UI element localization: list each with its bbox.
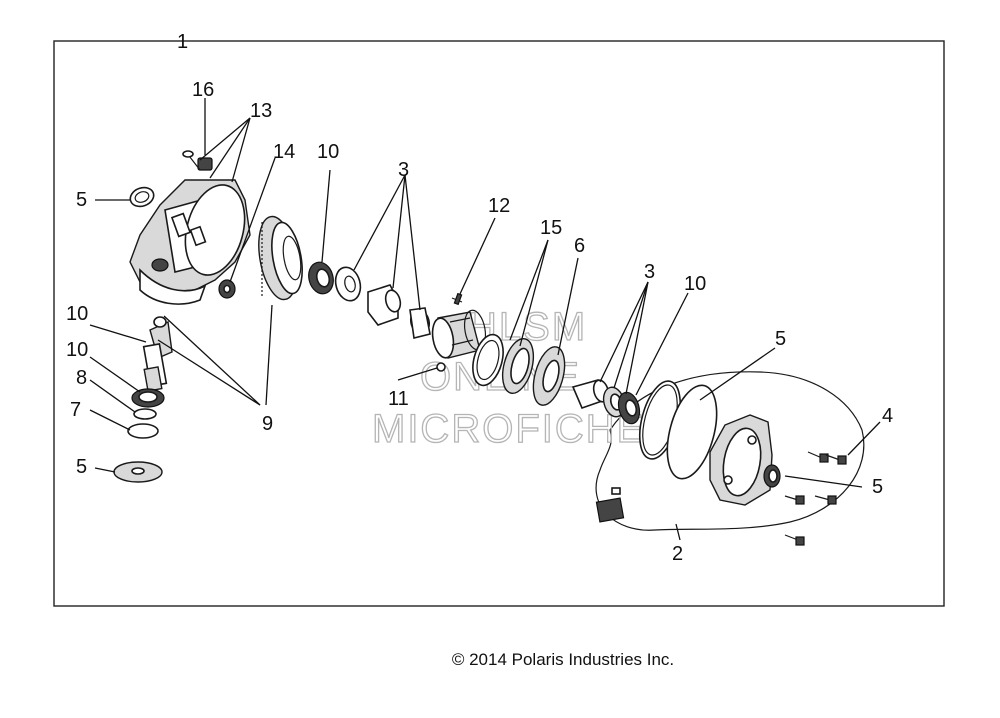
callout-5: 5 — [872, 476, 883, 498]
callout-1: 1 — [177, 31, 188, 53]
callout-3: 3 — [398, 159, 409, 181]
callout-8: 8 — [76, 367, 87, 389]
part-14-washer — [218, 279, 236, 299]
leader-lines — [89, 98, 881, 541]
callout-14: 14 — [273, 141, 295, 163]
callout-3: 3 — [644, 261, 655, 283]
part-2-cover — [709, 414, 773, 506]
part-12-pin — [451, 292, 463, 306]
copyright-notice: © 2014 Polaris Industries Inc. — [0, 650, 1000, 670]
svg-text:MICROFICHE: MICROFICHE — [372, 407, 645, 451]
callout-5: 5 — [76, 456, 87, 478]
part-3-spacer-set-a — [334, 266, 431, 339]
callout-5: 5 — [76, 189, 87, 211]
part-5-washer-lower — [113, 461, 163, 483]
part-10-bearing-upper — [308, 261, 334, 295]
callout-10: 10 — [317, 141, 339, 163]
callout-9: 9 — [262, 413, 273, 435]
callout-11: 11 — [388, 388, 409, 410]
part-10-bearing-right — [617, 391, 641, 425]
callout-10: 10 — [66, 339, 88, 361]
callout-13: 13 — [250, 100, 272, 122]
pinion-shaft — [142, 316, 173, 392]
callout-5: 5 — [775, 328, 786, 350]
callout-4: 4 — [882, 405, 893, 427]
part-7-oring — [127, 423, 159, 439]
callout-10: 10 — [66, 303, 88, 325]
gearcase-housing — [129, 179, 251, 305]
callout-7: 7 — [70, 399, 81, 421]
callout-15: 15 — [540, 217, 562, 239]
part-5-oring-right — [638, 380, 718, 480]
watermark: HLSM ONLINE MICROFICHE — [371, 304, 645, 451]
part-5-seal-right — [763, 464, 781, 488]
part-6-plate — [532, 346, 566, 406]
part-2-small-hardware — [595, 487, 625, 523]
callout-6: 6 — [574, 235, 585, 257]
assembly-frame — [53, 40, 945, 607]
part-16-fitting — [182, 150, 213, 171]
part-4-bolts — [784, 451, 847, 546]
part-5-seal-upper — [129, 186, 155, 208]
callout-10: 10 — [684, 273, 706, 295]
callout-labels: 1 16 13 14 5 10 3 12 15 6 3 10 5 10 10 8… — [66, 31, 893, 565]
callout-16: 16 — [192, 79, 214, 101]
part-10-bearing-lower — [131, 388, 165, 408]
callout-12: 12 — [488, 195, 510, 217]
part-15-plates — [472, 333, 535, 394]
part-8-ring — [133, 408, 157, 420]
copyright-text: © 2014 Polaris Industries Inc. — [451, 650, 675, 669]
part-9-ring-gear — [258, 215, 303, 301]
callout-2: 2 — [672, 543, 683, 565]
